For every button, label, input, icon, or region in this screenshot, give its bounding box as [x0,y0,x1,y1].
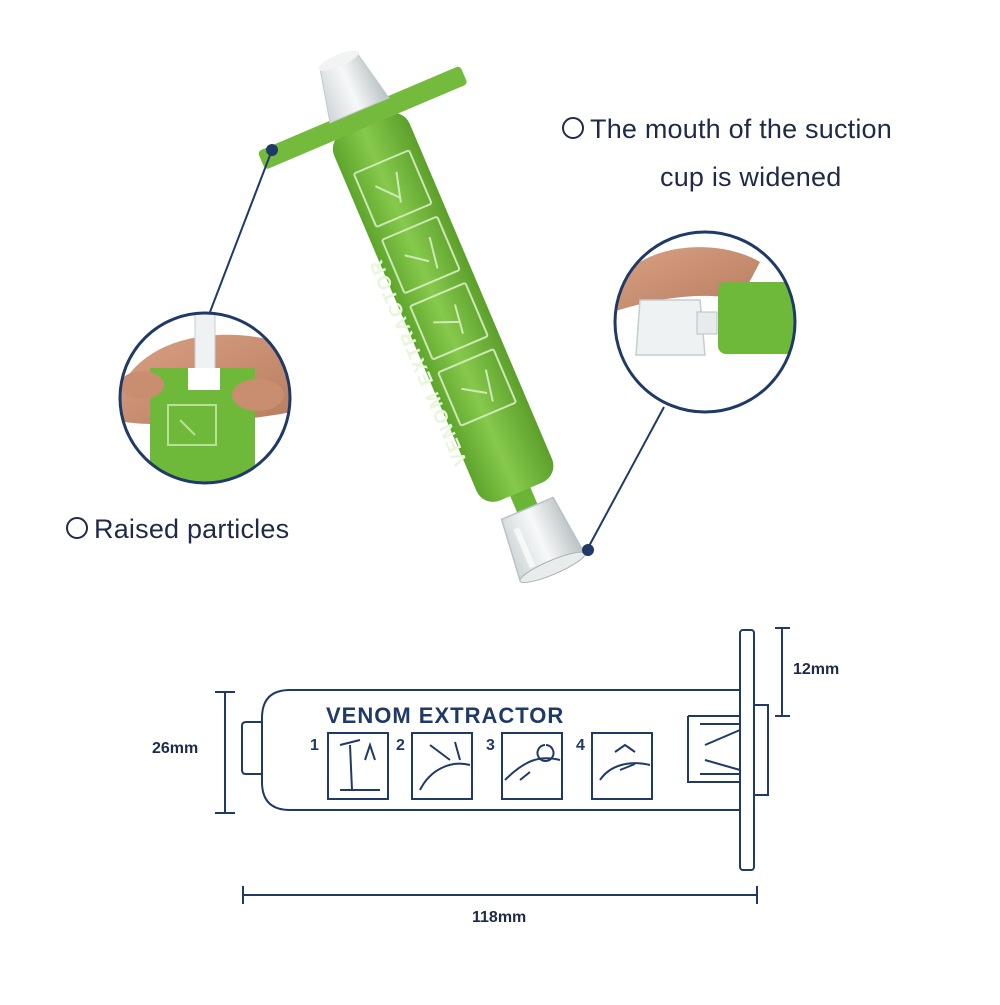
dimension-length-label: 118mm [472,909,527,926]
callout-dot-cup [582,544,594,556]
callout-suction-cup-line2: cup is widened [660,164,841,191]
diagram-product-name: VENOM EXTRACTOR [326,703,564,728]
callout-dot-flange [266,144,278,156]
callout-text: Raised particles [94,514,290,544]
green-extractor-photo: VENOM EXTRACTOR [258,50,586,583]
callout-text: cup is widened [660,162,842,192]
step-number-3: 3 [486,737,495,754]
extractor-barrel [332,112,554,502]
callout-raised-particles: Raised particles [66,516,289,543]
suction-cup [500,482,586,583]
extractor-flange [258,66,467,169]
bullet-circle-icon [562,117,584,139]
callout-text: The mouth of the suction [590,114,892,144]
step-number-1: 1 [310,737,319,754]
callout-lines [209,149,665,549]
step-number-2: 2 [396,737,405,754]
dimension-flange-label: 12mm [793,661,840,678]
dimension-diagram [241,629,769,871]
bullet-circle-icon [66,517,88,539]
dimension-diameter-label: 26mm [152,740,199,757]
diagram-step-numbers: 1 2 3 4 [310,737,585,754]
dimension-markers [215,627,790,904]
raised-particles-closeup [118,311,292,485]
step-number-4: 4 [576,737,585,754]
callout-suction-cup-line1: The mouth of the suction [562,116,892,143]
suction-cup-closeup [613,230,797,414]
